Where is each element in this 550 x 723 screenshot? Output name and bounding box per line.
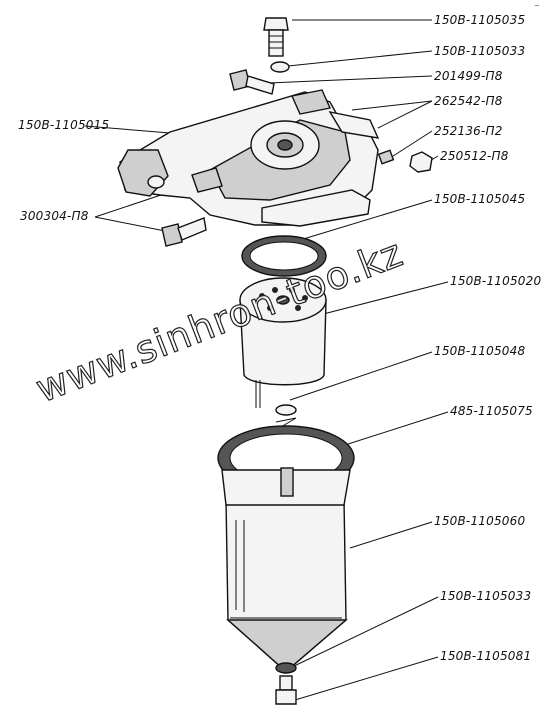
label-element: 150В-1105020 [450, 274, 542, 288]
bolt-side-part [229, 69, 275, 95]
housing-part [117, 89, 380, 227]
bolt-top-part [263, 17, 289, 57]
label-nut: 250512-П8 [440, 149, 509, 163]
label-washer-top: 150В-1105033 [434, 44, 526, 58]
bowl-part [217, 425, 355, 669]
label-nut-small: 252136-П2 [434, 124, 503, 138]
label-housing: 150В-1105015 [18, 118, 110, 132]
element-part [239, 277, 327, 408]
label-bowl-gasket: 485-1105075 [450, 404, 533, 418]
label-bolt-body: 300304-П8 [20, 209, 89, 223]
label-gasket: 150В-1105045 [434, 192, 526, 206]
bolt-body-part [161, 217, 207, 247]
gasket-part [241, 235, 327, 277]
washer-bottom-part [275, 662, 297, 674]
label-bowl: 150В-1105060 [434, 514, 526, 528]
washer-top-part [270, 61, 290, 73]
nut-small-part [377, 149, 395, 165]
corner-mark: ~ [534, 2, 540, 10]
label-spring: 150В-1105048 [434, 344, 526, 358]
nut-part [409, 151, 433, 173]
label-plug: 262542-П8 [434, 94, 503, 108]
label-drain-plug: 150В-1105081 [440, 649, 532, 663]
label-bolt-side: 201499-П8 [434, 69, 503, 83]
label-bolt-top: 150В-1105035 [434, 13, 526, 27]
label-washer-bottom: 150В-1105033 [440, 589, 532, 603]
drain-plug-part [275, 675, 297, 705]
